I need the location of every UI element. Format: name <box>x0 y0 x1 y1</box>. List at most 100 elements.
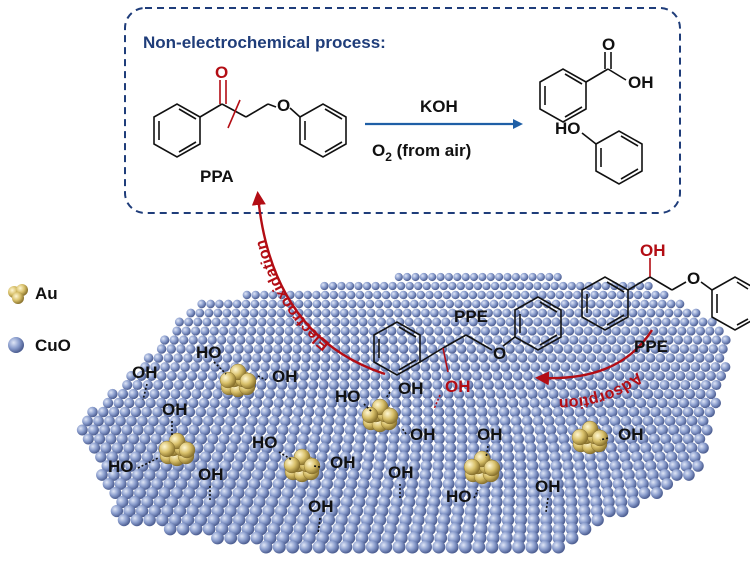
cuo-sphere <box>243 344 254 354</box>
cuo-sphere <box>159 388 171 400</box>
ppe-free-oh: OH <box>640 241 666 260</box>
cuo-sphere <box>502 335 512 345</box>
cuo-sphere <box>540 495 553 509</box>
cuo-sphere <box>697 442 709 454</box>
cuo-sphere <box>576 478 589 490</box>
ppe-free-molecule: OH O PPE <box>581 241 750 356</box>
cuo-sphere <box>371 469 384 481</box>
cuo-sphere <box>460 362 471 372</box>
cuo-sphere <box>367 487 380 499</box>
hydroxyl-bond <box>213 361 227 375</box>
cuo-sphere <box>280 362 291 372</box>
cuo-sphere <box>537 388 549 400</box>
cuo-sphere <box>373 460 385 472</box>
cuo-sphere <box>177 397 188 409</box>
cuo-sphere <box>548 442 560 454</box>
cuo-sphere <box>700 397 711 409</box>
cuo-sphere <box>190 362 200 372</box>
cuo-sphere <box>677 451 689 463</box>
cuo-sphere <box>309 478 321 490</box>
cuo-sphere <box>215 469 228 481</box>
cuo-sphere <box>431 469 444 481</box>
cuo-sphere <box>243 460 255 472</box>
cuo-sphere <box>695 388 706 400</box>
cuo-sphere <box>444 415 456 427</box>
cuo-sphere <box>328 281 338 291</box>
cuo-sphere <box>400 415 412 427</box>
cuo-sphere <box>268 299 277 309</box>
cuo-sphere <box>403 272 412 282</box>
cuo-sphere <box>576 353 587 363</box>
cuo-sphere <box>353 442 365 454</box>
cuo-sphere <box>203 415 214 427</box>
cuo-sphere <box>309 371 320 381</box>
cuo-sphere <box>444 406 456 418</box>
cuo-sphere <box>503 478 516 490</box>
cuo-sphere <box>593 397 604 409</box>
cuo-sphere <box>501 433 513 445</box>
cuo-sphere <box>359 326 369 336</box>
cuo-sphere <box>404 487 417 499</box>
cuo-sphere <box>565 495 578 509</box>
cuo-sphere <box>650 344 660 354</box>
cuo-sphere <box>515 504 528 518</box>
cuo-sphere <box>429 487 442 499</box>
cuo-sphere <box>649 299 658 309</box>
cuo-sphere <box>421 371 432 381</box>
cuo-sphere <box>482 281 491 291</box>
cuo-sphere <box>296 388 307 400</box>
cuo-sphere <box>349 317 359 327</box>
benzene-ring <box>153 103 201 158</box>
cuo-sphere <box>575 469 587 481</box>
cuo-sphere <box>228 326 238 336</box>
cuo-sphere <box>669 344 680 354</box>
cuo-sphere <box>348 308 358 318</box>
benzene-ring <box>711 276 750 331</box>
cuo-sphere <box>507 299 517 309</box>
cuo-sphere <box>237 531 251 545</box>
cuo-sphere <box>540 335 550 345</box>
cuo-sphere <box>173 379 184 391</box>
cuo-sphere <box>576 379 588 391</box>
cuo-sphere <box>553 344 564 354</box>
cuo-sphere <box>461 272 470 282</box>
cuo-sphere <box>645 424 657 436</box>
cuo-sphere <box>686 442 698 454</box>
cuo-sphere <box>340 344 351 354</box>
cuo-sphere <box>642 415 654 427</box>
cuo-sphere <box>456 424 468 436</box>
cuo-sphere <box>540 513 553 527</box>
cuo-sphere <box>491 451 503 463</box>
cuo-sphere <box>356 299 366 309</box>
cuo-sphere <box>207 335 217 345</box>
cuo-sphere <box>665 353 676 363</box>
cuo-sphere <box>432 379 443 391</box>
cuo-sphere <box>207 460 220 472</box>
cuo-sphere <box>459 317 469 327</box>
cuo-sphere <box>430 308 439 318</box>
cuo-sphere <box>646 397 658 409</box>
cuo-sphere <box>340 362 351 372</box>
cuo-sphere <box>184 406 196 418</box>
cuo-sphere <box>631 299 641 309</box>
cuo-sphere <box>525 379 536 391</box>
surface-hydroxyl-label: OH <box>388 463 414 482</box>
cuo-sphere <box>628 442 640 454</box>
cuo-sphere <box>267 308 277 318</box>
cuo-sphere <box>625 397 636 409</box>
cuo-sphere <box>411 272 420 282</box>
cuo-sphere <box>499 281 508 291</box>
cuo-sphere <box>373 290 382 300</box>
cuo-sphere <box>613 299 623 309</box>
cuo-sphere <box>281 353 292 363</box>
cuo-sphere <box>390 379 401 391</box>
cuo-sphere <box>569 317 579 327</box>
cuo-sphere <box>624 478 637 490</box>
cuo-sphere <box>442 290 452 300</box>
cuo-sphere <box>134 397 146 409</box>
cuo-sphere <box>700 379 712 391</box>
cuo-sphere <box>621 344 631 354</box>
cuo-sphere <box>282 406 293 418</box>
cuo-sphere <box>653 388 664 400</box>
cuo-sphere <box>263 433 275 445</box>
